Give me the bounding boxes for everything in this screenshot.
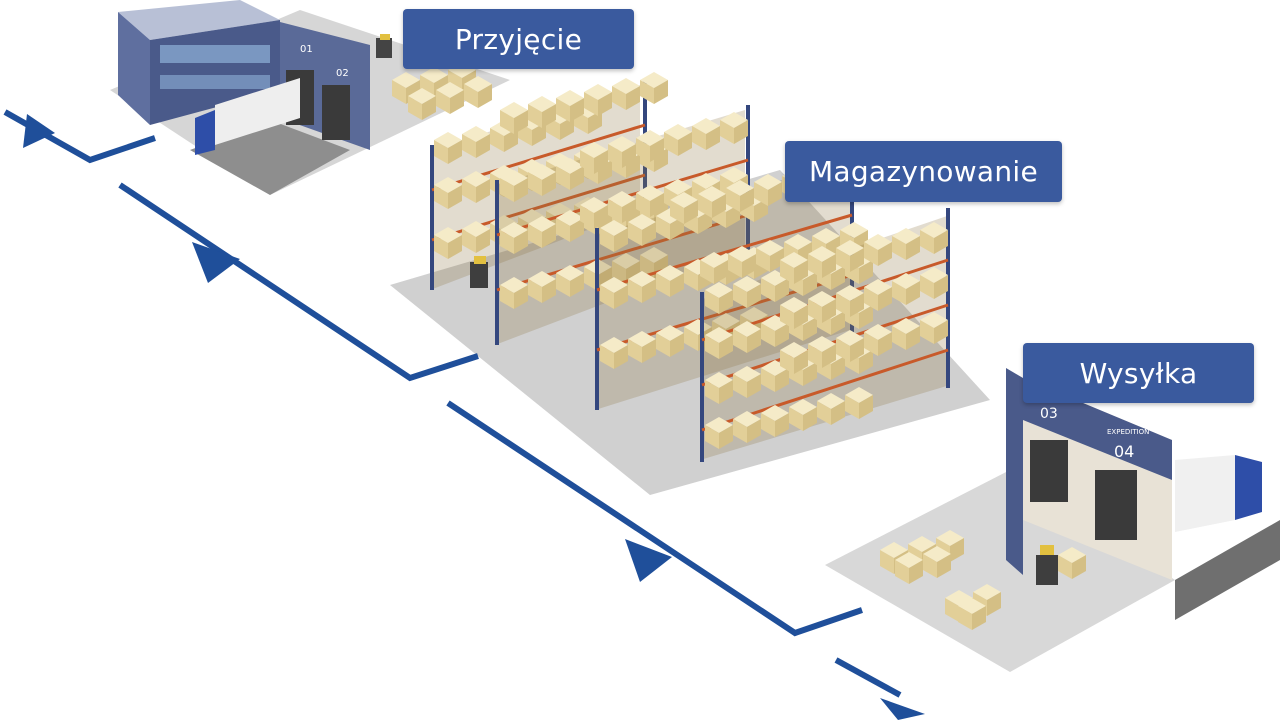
dock-number-01: 01: [300, 44, 313, 55]
flow-path: [3, 109, 902, 698]
arrow-down-right-icon: [23, 114, 55, 148]
forklift-icon: [470, 256, 488, 288]
flow-arrowheads: [23, 114, 925, 720]
storage-area: [390, 72, 990, 495]
forklift-icon: [376, 34, 392, 58]
arrow-down-right-icon: [192, 242, 240, 283]
arrow-down-right-icon: [880, 698, 925, 720]
pallet-rack: [700, 208, 950, 462]
truck-icon: [195, 78, 300, 155]
stage-label-receiving: Przyjęcie: [403, 9, 634, 69]
stage-label-storage: Magazynowanie: [785, 141, 1062, 202]
dock-number-02: 02: [336, 68, 349, 79]
truck-icon: [1175, 455, 1262, 532]
forklift-icon: [1036, 545, 1086, 585]
dock-number-04: 04: [1114, 442, 1134, 461]
shipping-area: 03 EXPEDITION 04: [825, 368, 1280, 672]
stage-label-shipping: Wysyłka: [1023, 343, 1254, 403]
arrow-down-right-icon: [625, 539, 672, 582]
dock-number-03: 03: [1040, 406, 1058, 422]
dock-caption-04: EXPEDITION: [1107, 428, 1149, 436]
